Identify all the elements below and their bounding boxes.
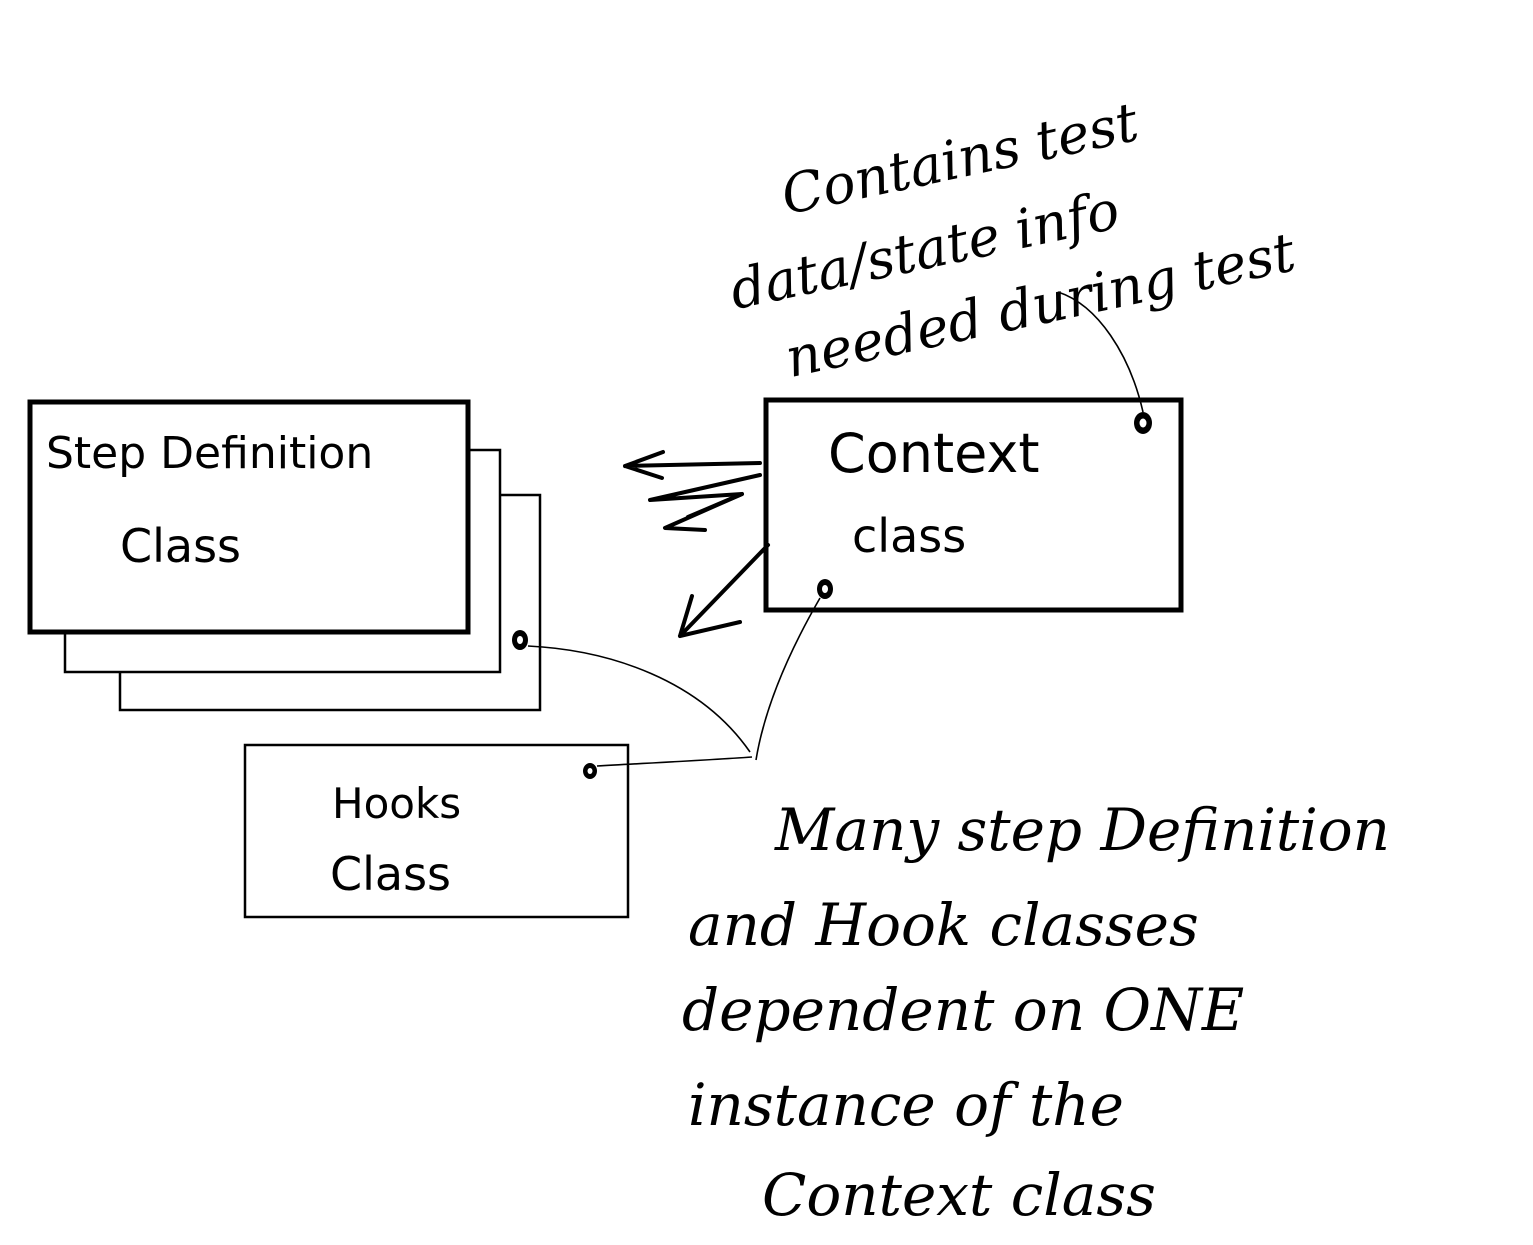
hooks-class-box-group: Hooks Class [243, 743, 630, 919]
dependency-note-leader-lines [527, 597, 821, 767]
context-class-label-line2: class [852, 509, 966, 563]
dependency-note-line2: and Hook classes [688, 891, 1199, 959]
context-note-annotation: Contains test data/state info needed dur… [724, 90, 1300, 390]
context-note-leader-line [1057, 291, 1144, 413]
hooks-class-label-line2: Class [330, 847, 451, 901]
hooks-class-box [243, 743, 630, 919]
context-bottom-connector-dot [817, 579, 833, 599]
dependency-note-line1: Many step Definition [774, 796, 1390, 864]
dependency-note-line3: dependent on ONE [682, 976, 1244, 1044]
context-to-step-definition-arrow [623, 450, 762, 532]
hooks-class-label-line1: Hooks [332, 779, 461, 828]
dependency-note-line5: Context class [762, 1161, 1156, 1229]
dependency-note-annotation: Many step Definition and Hook classes de… [682, 796, 1390, 1229]
step-definition-label-line1: Step Definition [46, 428, 373, 479]
step-definition-label-line2: Class [120, 519, 241, 573]
hooks-connector-dot [583, 763, 597, 779]
context-top-connector-dot [1134, 412, 1152, 434]
step-definition-stack: Step Definition Class [27, 399, 542, 712]
context-class-box [763, 397, 1184, 613]
context-class-label-line1: Context [828, 422, 1040, 485]
context-class-box-group: Context class [763, 397, 1184, 613]
context-to-hooks-arrow [678, 543, 770, 638]
step-definition-box-front [27, 399, 471, 635]
step-definition-connector-dot [512, 630, 528, 650]
dependency-note-line4: instance of the [688, 1071, 1124, 1139]
